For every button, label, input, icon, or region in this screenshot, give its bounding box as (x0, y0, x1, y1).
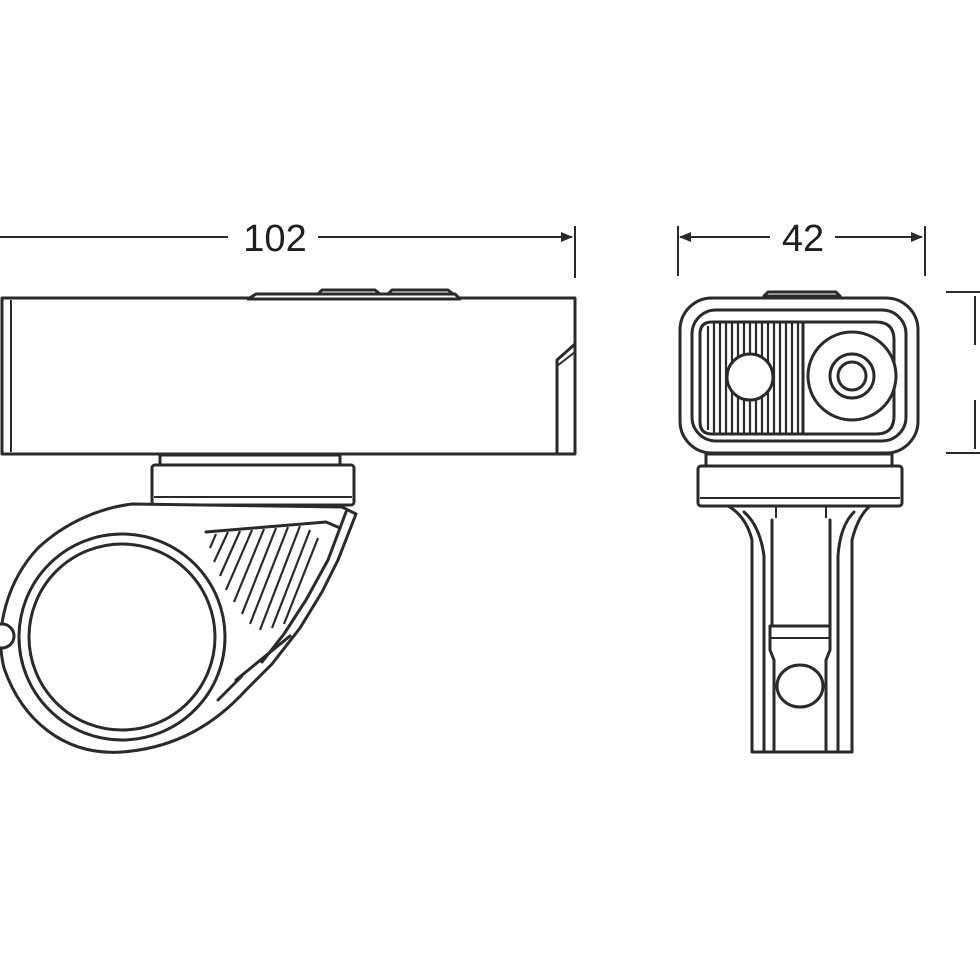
top-button-strip (246, 292, 462, 301)
front-neck-ring (704, 452, 894, 468)
clamp-hinge (0, 622, 16, 650)
length-dimension: 102 (0, 218, 576, 278)
height-dimension: 30 (946, 291, 980, 454)
width-dimension: 42 (677, 218, 926, 276)
clamp-grip-hatching (208, 525, 320, 631)
clamp-top-ridge (204, 520, 342, 534)
strap-hole (775, 663, 825, 709)
mount-neck-block (150, 463, 356, 507)
front-mount-neck (696, 452, 904, 508)
power-button (316, 288, 382, 296)
reflector-hatching (706, 323, 800, 433)
front-view: 42 30 (677, 218, 980, 754)
lamp-body-side (0, 288, 577, 456)
stem-edge-right (836, 510, 856, 754)
width-dimension-label: 42 (782, 218, 824, 260)
front-housing-inner (690, 308, 908, 443)
handlebar-clamp (0, 502, 358, 754)
side-view: 102 (0, 218, 577, 754)
mount-neck (150, 453, 356, 507)
lamp-head-front (678, 290, 920, 455)
clamp-tail-line (234, 634, 292, 682)
clamp-ring-outer (17, 532, 227, 742)
length-dimension-label: 102 (243, 218, 306, 260)
lens-bevel (555, 342, 577, 456)
lamp-housing (0, 296, 577, 456)
clamp-tail-line-2 (216, 674, 244, 702)
front-clamp-stem (726, 504, 872, 754)
sensor-window (725, 352, 775, 402)
clamp-edge-inner (260, 510, 348, 664)
lens-bevel-inner (556, 351, 576, 367)
stem-channel (770, 518, 832, 628)
mode-button (386, 288, 455, 296)
front-top-button (762, 290, 842, 298)
stem-edge-left (742, 510, 766, 754)
front-neck-block (696, 464, 904, 508)
led-emitter (836, 360, 868, 392)
